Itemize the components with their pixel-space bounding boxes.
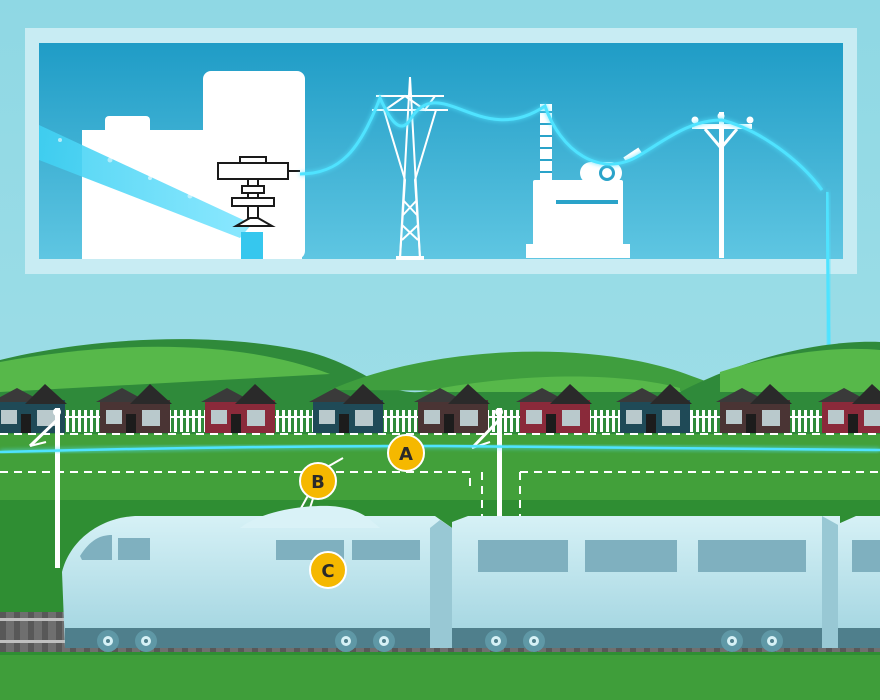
- field-bottom: [0, 655, 880, 700]
- train: [62, 505, 880, 652]
- hydro-turbine-icon: [217, 156, 300, 227]
- field-upper: [0, 434, 880, 500]
- power-line-panel: [299, 94, 824, 191]
- utility-pole-icon: [691, 112, 754, 258]
- marker-a[interactable]: A: [387, 434, 425, 472]
- catenary-mast-left: [28, 408, 61, 568]
- wheel: [97, 630, 119, 652]
- dashed-boundaries: [0, 433, 880, 520]
- houses-row: [0, 384, 880, 433]
- transmission-tower-icon: [372, 76, 448, 260]
- house: [201, 384, 277, 433]
- marker-c[interactable]: C: [309, 551, 347, 589]
- wheel: [485, 630, 507, 652]
- marker-c-label: C: [321, 561, 334, 582]
- wheel: [135, 630, 157, 652]
- wheel: [761, 630, 783, 652]
- house: [818, 384, 880, 433]
- wheel: [721, 630, 743, 652]
- overhead-contact-line: [0, 444, 880, 454]
- water-flow: [39, 125, 252, 238]
- house: [309, 384, 385, 433]
- marker-a-label: A: [399, 444, 413, 465]
- power-supply-panel: [25, 28, 857, 274]
- house: [716, 384, 792, 433]
- marker-b[interactable]: B: [299, 462, 337, 500]
- water-outflow: [241, 232, 263, 259]
- house: [0, 384, 67, 433]
- wheel: [523, 630, 545, 652]
- house: [96, 384, 172, 433]
- wheel: [373, 630, 395, 652]
- transformer-icon: [526, 104, 642, 258]
- house: [516, 384, 592, 433]
- house: [414, 384, 490, 433]
- marker-b-label: B: [311, 472, 325, 493]
- house: [616, 384, 692, 433]
- wheel: [335, 630, 357, 652]
